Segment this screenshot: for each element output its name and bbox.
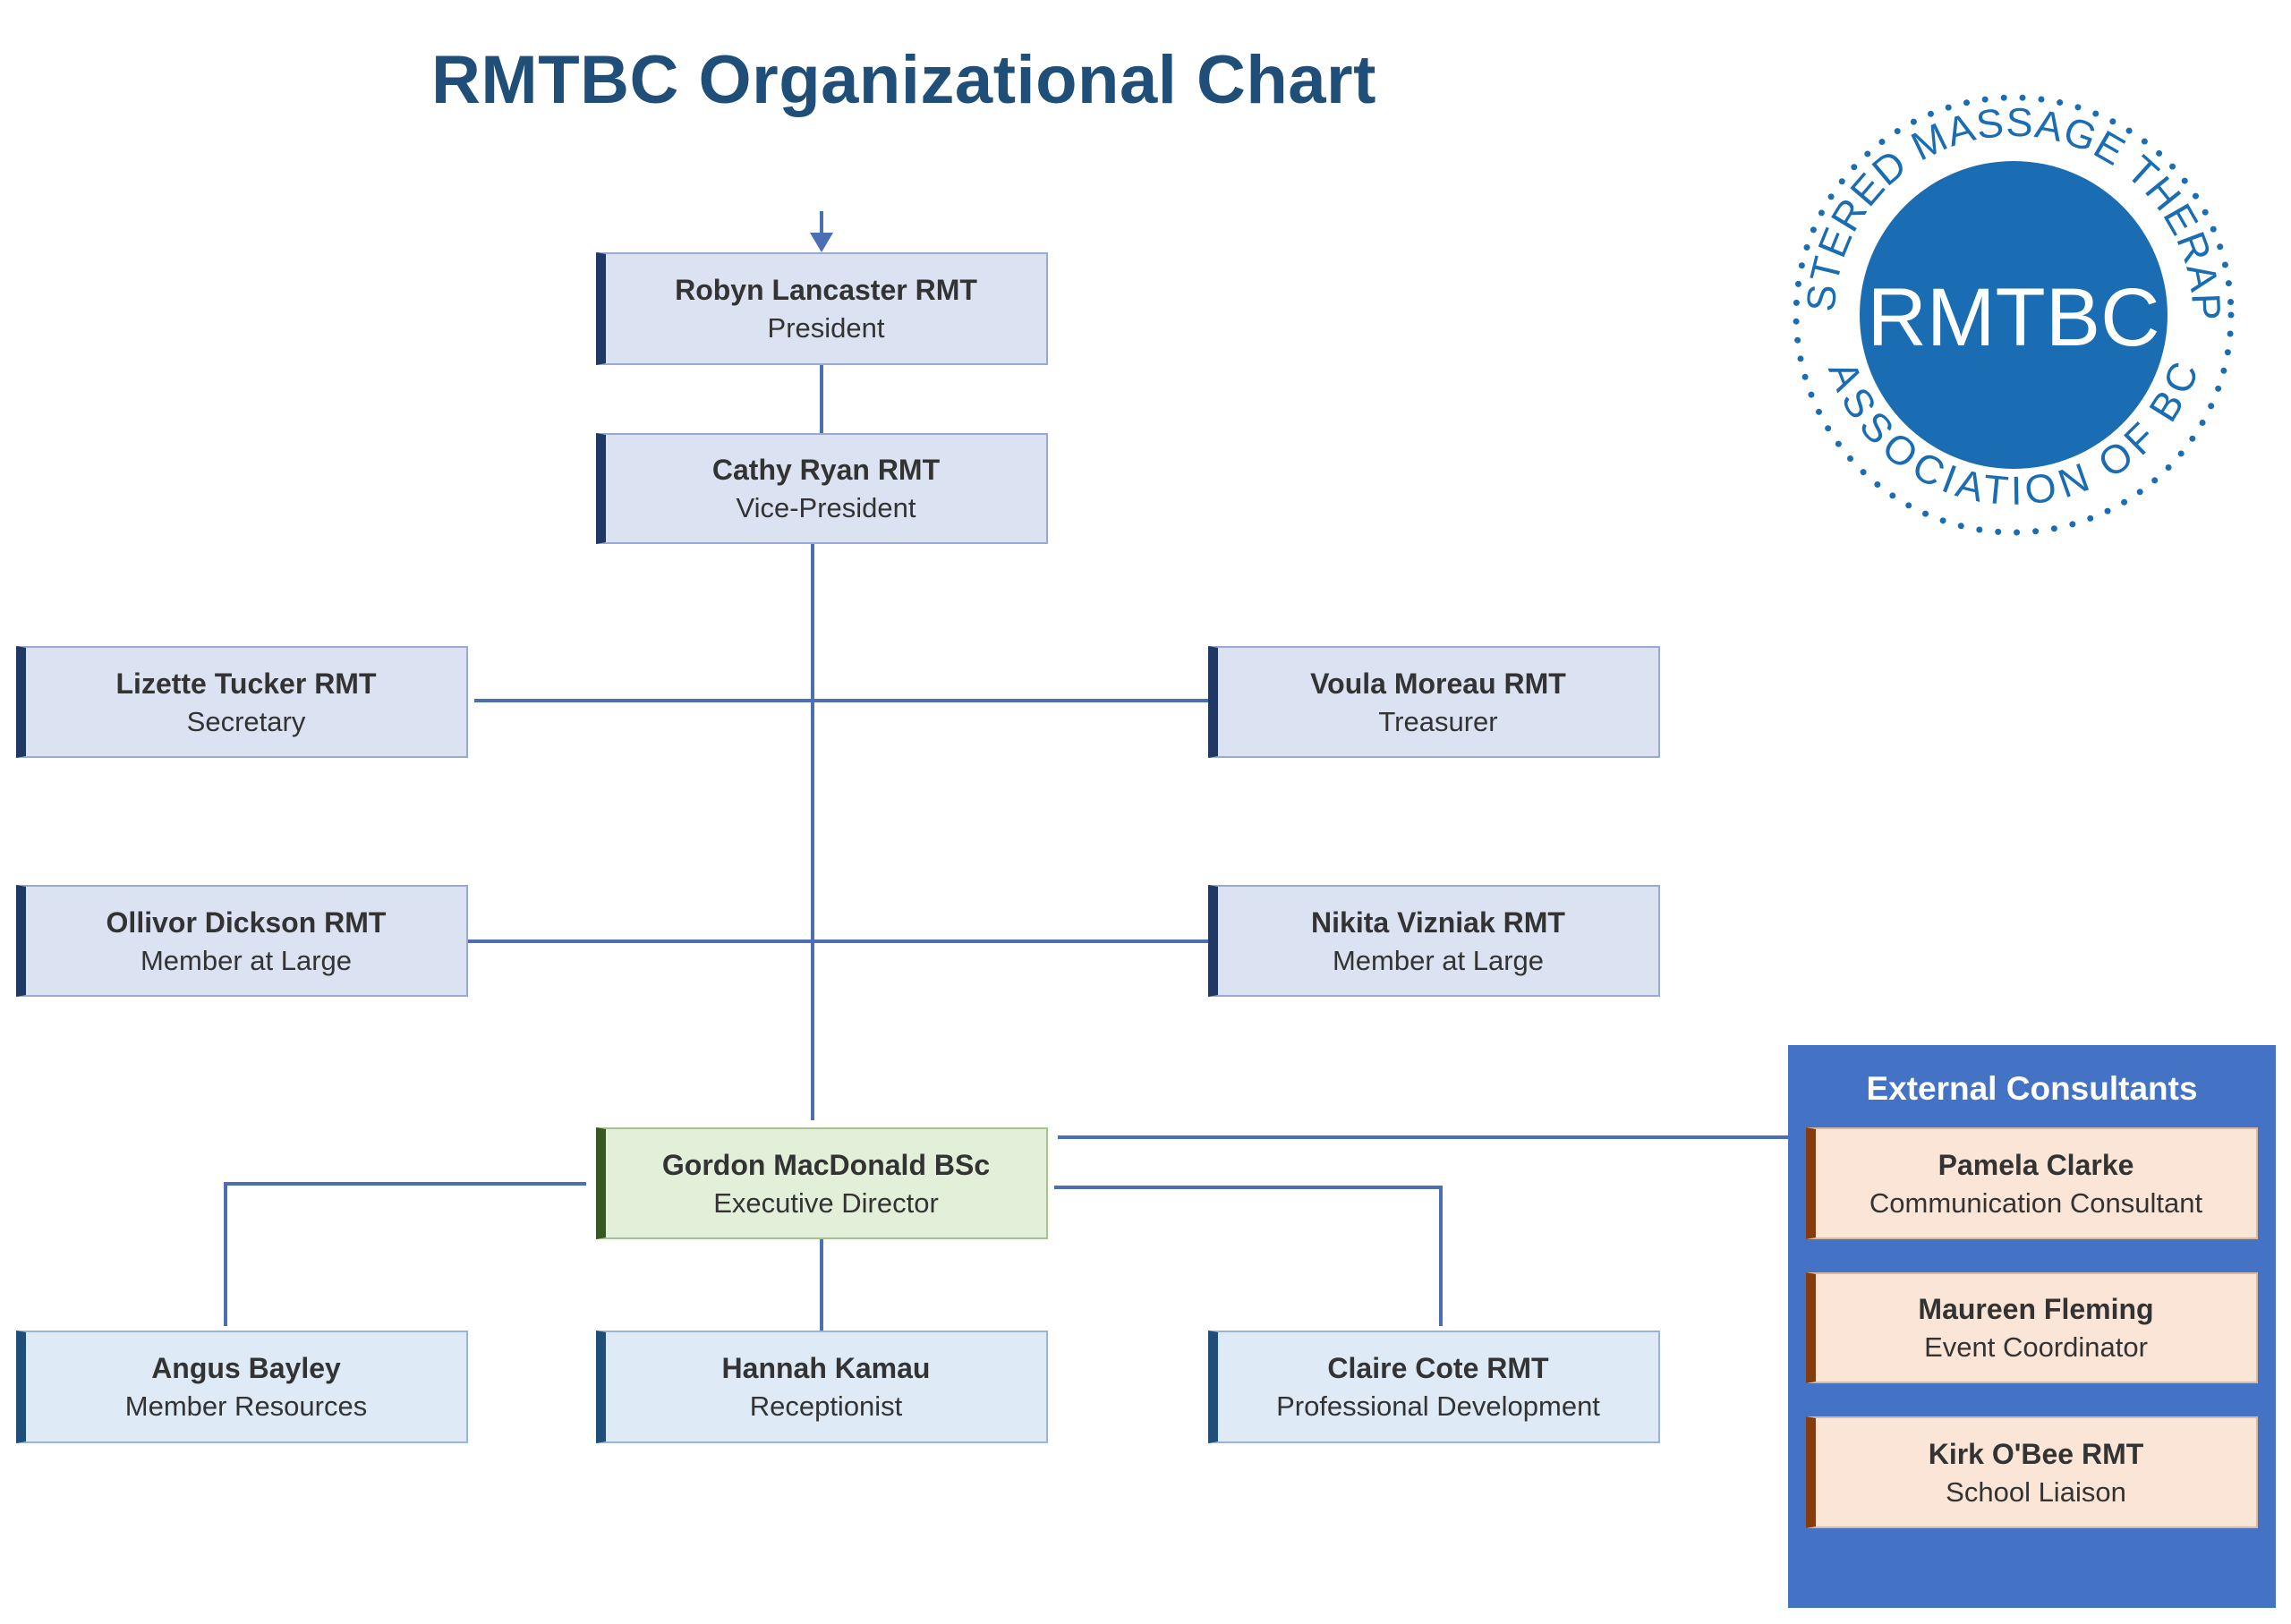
executive-director-name: Gordon MacDonald BSc <box>661 1148 991 1181</box>
president-role: President <box>767 312 885 344</box>
member-at-large-role: Member at Large <box>140 944 353 976</box>
logo-center-text: RMTBC <box>1867 272 2159 363</box>
consultant-role: Communication Consultant <box>1869 1186 2203 1219</box>
staff-name: Hannah Kamau <box>721 1352 931 1384</box>
staff-name: Claire Cote RMT <box>1327 1352 1549 1384</box>
external-consultants-title: External Consultants <box>1866 1070 2198 1107</box>
staff-box: Claire Cote RMT Professional Development <box>1208 1331 1660 1443</box>
staff-role: Professional Development <box>1276 1390 1600 1422</box>
member-at-large-box: Ollivor Dickson RMT Member at Large <box>16 885 468 997</box>
consultant-box: Maureen Fleming Event Coordinator <box>1806 1272 2258 1383</box>
treasurer-name: Voula Moreau RMT <box>1310 667 1566 700</box>
page-title: RMTBC Organizational Chart <box>431 42 1376 118</box>
member-at-large-name: Ollivor Dickson RMT <box>106 906 387 939</box>
consultant-box: Kirk O'Bee RMT School Liaison <box>1806 1416 2258 1528</box>
treasurer-box: Voula Moreau RMT Treasurer <box>1208 646 1660 758</box>
member-at-large-name: Nikita Vizniak RMT <box>1311 906 1565 939</box>
staff-role: Receptionist <box>749 1390 903 1422</box>
connector-exec-angus <box>224 1182 586 1326</box>
secretary-name: Lizette Tucker RMT <box>115 667 377 700</box>
consultant-name: Pamela Clarke <box>1938 1148 2134 1181</box>
consultant-box: Pamela Clarke Communication Consultant <box>1806 1127 2258 1239</box>
vice-president-box: Cathy Ryan RMT Vice-President <box>596 433 1048 544</box>
connector-exec-claire <box>1054 1186 1443 1326</box>
consultant-name: Kirk O'Bee RMT <box>1928 1437 2144 1470</box>
rmtbc-logo: RMTBC REGISTERED MASSAGE THERAPISTS ASSO… <box>1781 82 2235 536</box>
secretary-box: Lizette Tucker RMT Secretary <box>16 646 468 758</box>
staff-box: Hannah Kamau Receptionist <box>596 1331 1048 1443</box>
member-at-large-box: Nikita Vizniak RMT Member at Large <box>1208 885 1660 997</box>
logo-disc <box>1860 161 2168 469</box>
president-box: Robyn Lancaster RMT President <box>596 252 1048 365</box>
vice-president-name: Cathy Ryan RMT <box>711 454 941 486</box>
president-name: Robyn Lancaster RMT <box>675 274 977 306</box>
vice-president-role: Vice-President <box>736 492 916 523</box>
staff-role: Member Resources <box>124 1390 368 1422</box>
secretary-role: Secretary <box>186 705 306 737</box>
member-at-large-role: Member at Large <box>1332 944 1545 976</box>
consultant-role: Event Coordinator <box>1924 1331 2148 1363</box>
dotted-ring <box>1793 94 2235 536</box>
consultant-name: Maureen Fleming <box>1918 1293 2154 1325</box>
arrow-head-icon <box>810 233 833 252</box>
consultant-role: School Liaison <box>1946 1475 2126 1508</box>
staff-name: Angus Bayley <box>151 1352 341 1384</box>
staff-box: Angus Bayley Member Resources <box>16 1331 468 1443</box>
executive-director-box: Gordon MacDonald BSc Executive Director <box>596 1127 1048 1239</box>
executive-director-role: Executive Director <box>713 1186 939 1219</box>
treasurer-role: Treasurer <box>1378 705 1498 737</box>
